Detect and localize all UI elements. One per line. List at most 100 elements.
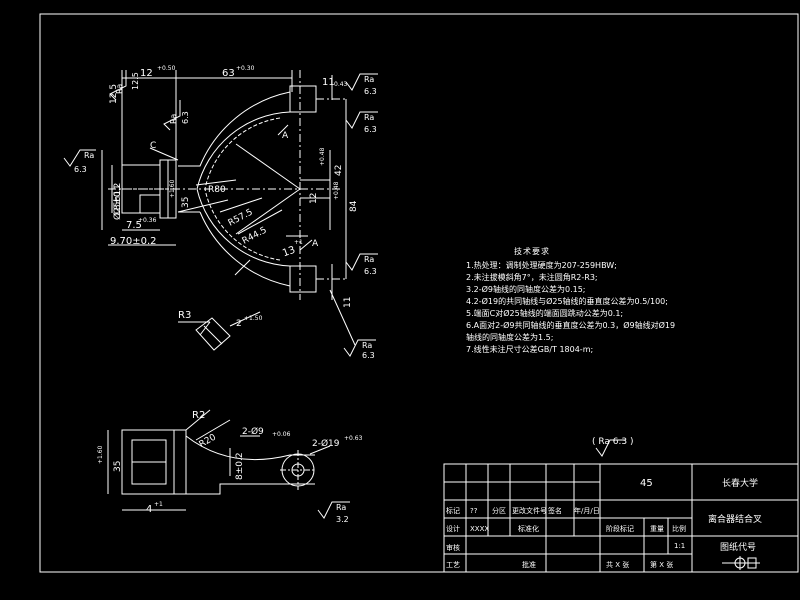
ra-label: Ra (362, 341, 372, 350)
ra-label: Ra (84, 151, 94, 160)
dim-84: 84 (349, 200, 359, 212)
dim-top-b: 63 (222, 68, 235, 79)
ra-value: 6.3 (364, 125, 377, 134)
requirements-title: 技术要求 (514, 247, 550, 256)
dim-hole-19: 2-Ø19 (312, 438, 340, 449)
dim-42: 42 (334, 165, 344, 176)
ra-label: Ra (169, 114, 178, 124)
drawing-name: 离合器结合叉 (708, 513, 762, 525)
fork-bottom-view (107, 409, 331, 511)
dim-top-b-tol: +0.30 (236, 65, 255, 72)
tb-scale: 比例 (672, 524, 686, 533)
requirement-item: 2.未注拔模斜角7°，未注圆角R2-R3; (466, 273, 598, 282)
requirement-item: 轴线的同轴度公差为1.5; (466, 333, 554, 342)
ra-label: Ra (364, 113, 374, 122)
dim-9-70: 9.70±0.2 (110, 236, 157, 247)
ra-label: Ra (115, 84, 124, 94)
ra-value: 6.3 (181, 111, 190, 124)
ra-label: Ra (336, 503, 346, 512)
dim-r3: R3 (178, 310, 191, 321)
dim-r3-angle: 2 (236, 319, 242, 329)
material: 45 (640, 478, 653, 489)
dim-18: 18±0.2 (113, 183, 123, 216)
label-a-top: A (282, 131, 289, 141)
technical-requirements: 技术要求 1.热处理：调制处理硬度为207-259HBW; 2.未注拔模斜角7°… (466, 246, 675, 356)
dim-4: 4 (146, 504, 152, 515)
requirement-item: 3.2-Ø9轴线的同轴度公差为0.15; (466, 285, 586, 294)
ra-value: 6.3 (362, 351, 375, 360)
dim-35b: 35 (113, 461, 123, 472)
dim-r20: R20 (198, 432, 219, 450)
ra-label: Ra (364, 75, 374, 84)
school-name: 长春大学 (722, 477, 758, 489)
drawing-code: 图纸代号 (720, 541, 756, 553)
ra-general: ( Ra 6.3 ) (592, 437, 634, 447)
dim-top-a-tol: +0.50 (157, 65, 176, 72)
requirement-item: 1.热处理：调制处理硬度为207-259HBW; (466, 261, 617, 270)
dim-r57: R57.5 (227, 207, 255, 228)
dim-8: 8±0.2 (235, 452, 245, 480)
dim-12-5: 12.5 (109, 84, 119, 104)
tb-mark: 标记 (446, 506, 460, 515)
tb-change-doc: 更改文件号 (512, 506, 547, 515)
ra-value: 6.3 (364, 87, 377, 96)
tb-count: ?? (470, 507, 478, 515)
roughness-texts: Ra 6.3 Ra 6.3 Ra 6.3 Ra 6.3 Ra 6.3 Ra 12… (74, 72, 634, 524)
dim-top-right-tol: 0.43 (334, 81, 348, 88)
ra-value: 12.5 (131, 72, 140, 90)
dim-42-tol: +0.48 (319, 147, 326, 166)
dim-hole-9-tol: +0.06 (272, 431, 291, 438)
ra-value: 3.2 (336, 515, 349, 524)
tb-date: 年/月/日 (574, 506, 600, 515)
tb-scale-value: 1:1 (674, 542, 685, 550)
tb-review: 审核 (446, 543, 460, 552)
dim-84-tol: +0.48 (333, 181, 340, 200)
label-a-bottom: A (312, 239, 319, 249)
requirement-item: 7.线性未注尺寸公差GB/T 1804-m; (466, 345, 594, 354)
title-block (443, 463, 799, 573)
fork-main-view (101, 70, 356, 346)
tb-design: 设计 (446, 524, 460, 533)
tb-stage-mark: 阶段标记 (606, 524, 634, 533)
requirement-item: 5.端面C对Ø25轴线的端面圆跳动公差为0.1; (466, 309, 624, 318)
detail-r3-view (178, 311, 261, 351)
requirement-item: 4.2-Ø19的共同轴线与Ø25轴线的垂直度公差为0.5/100; (466, 297, 668, 306)
tb-sheets-total: 共 X 张 (606, 560, 629, 569)
tb-approve: 批准 (522, 560, 536, 569)
dim-r80: R80 (208, 185, 226, 195)
tb-sheet-no: 第 X 张 (650, 560, 673, 569)
dim-r44: R44.5 (241, 225, 269, 246)
dim-13: 13 (281, 245, 297, 260)
tb-weight: 重量 (650, 525, 664, 533)
tb-signature: 签名 (548, 506, 562, 515)
dim-13-tol: +1 (294, 239, 303, 246)
dim-7-5-tol: +0.36 (138, 217, 157, 224)
title-block-texts: 45 长春大学 离合器结合叉 图纸代号 标记 ?? 分区 更改文件号 签名 年/… (446, 477, 762, 569)
ra-value: 6.3 (364, 267, 377, 276)
dim-7-5: 7.5 (126, 220, 142, 231)
dim-r2: R2 (192, 410, 205, 421)
label-c: C (150, 141, 156, 151)
tb-designer: XXXX (470, 525, 489, 533)
ra-label: Ra (364, 255, 374, 264)
dim-35-tol: +1.60 (169, 179, 176, 198)
dim-35b-tol: +1.60 (97, 445, 104, 464)
dim-bottom-right-11: 11 (343, 297, 353, 308)
dim-top-right-11: 11 (322, 77, 335, 88)
dim-35: 35 (181, 197, 191, 208)
roughness-symbols (63, 70, 626, 519)
dim-hole-19-tol: +0.63 (344, 435, 363, 442)
dimension-texts: 12 +0.50 63 +0.30 11 0.43 12.5 18±0.2 Ø2… (97, 65, 363, 515)
dim-4-tol: +1 (154, 501, 163, 508)
dim-top-a: 12 (140, 68, 153, 79)
dim-12: 12 (309, 193, 319, 204)
dim-25h11: Ø25h11 (112, 184, 123, 220)
ra-value: 6.3 (74, 165, 87, 174)
tb-zone: 分区 (492, 506, 506, 515)
dim-hole-9: 2-Ø9 (242, 426, 264, 437)
tb-process: 工艺 (446, 561, 460, 569)
tb-standardize: 标准化 (518, 524, 539, 533)
requirement-item: 6.A面对2-Ø9共同轴线的垂直度公差为0.3，Ø9轴线对Ø19 (466, 321, 676, 330)
dim-r3-tol: +1.50 (244, 315, 263, 322)
